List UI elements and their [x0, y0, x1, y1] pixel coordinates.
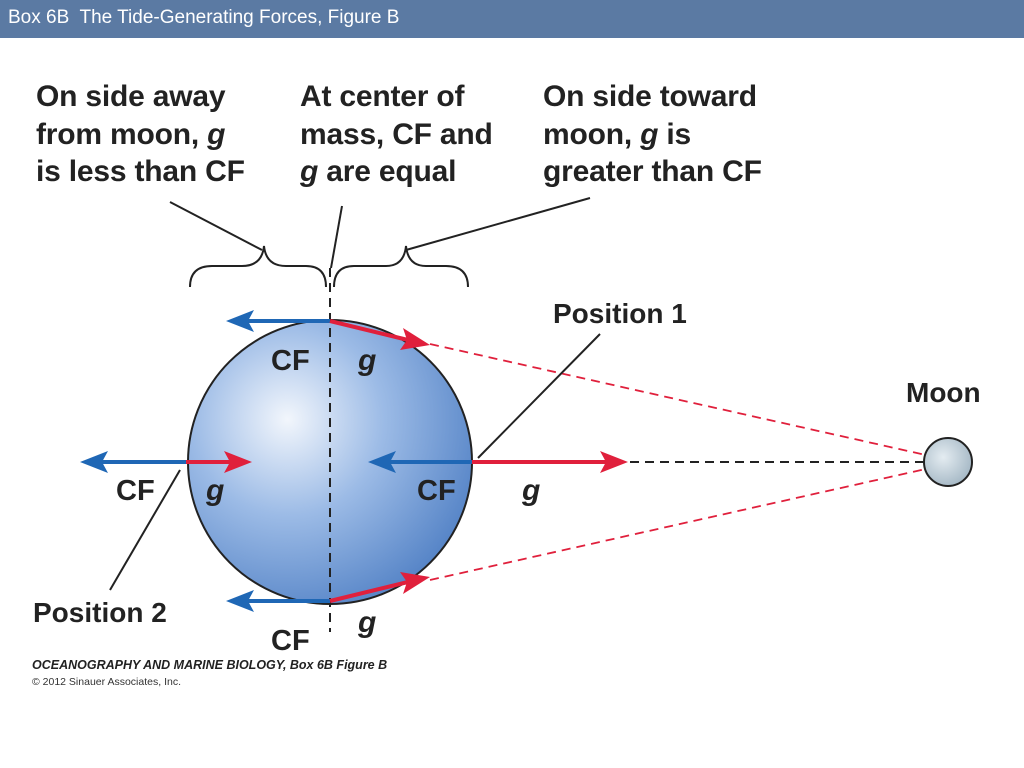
- caption-center-g: g: [300, 155, 319, 188]
- leader-center: [330, 205, 343, 269]
- leader-away: [169, 201, 263, 251]
- caption-toward-side: On side toward moon, g is greater than C…: [543, 78, 762, 191]
- caption-center-of-mass: At center of mass, CF and g are equal: [300, 78, 493, 191]
- brace-away: [189, 245, 327, 288]
- cf-arrow-bottom: [226, 590, 330, 612]
- caption-toward-line-1: On side toward: [543, 80, 757, 113]
- brace-toward: [333, 245, 469, 288]
- cf-label-right: CF: [417, 475, 456, 507]
- cf-arrow-top: [226, 310, 330, 332]
- g-arrow-bottom: [329, 572, 430, 603]
- cf-arrow-right: [368, 451, 472, 473]
- caption-toward-g: g: [640, 117, 659, 151]
- caption-toward-line-3: greater than CF: [543, 155, 762, 188]
- caption-away-line-1: On side away: [36, 80, 226, 113]
- leader-toward: [405, 197, 591, 251]
- leader-position-1: [477, 333, 601, 459]
- caption-center-line-2: mass, CF and: [300, 117, 493, 151]
- caption-away-line-3: is less than CF: [36, 155, 245, 188]
- cf-label-bottom: CF: [271, 625, 310, 657]
- g-label-left: g: [205, 474, 224, 507]
- caption-center-line-3: g are equal: [300, 155, 457, 188]
- cf-label-top: CF: [271, 345, 310, 377]
- copyright-notice: © 2012 Sinauer Associates, Inc.: [32, 676, 181, 688]
- title-bar: Box 6B The Tide-Generating Forces, Figur…: [0, 0, 1024, 38]
- g-label-top: g: [357, 344, 376, 377]
- position-1-label: Position 1: [553, 298, 687, 329]
- g-label-right: g: [521, 474, 540, 507]
- cf-label-left: CF: [116, 475, 155, 507]
- caption-center-line-1: At center of: [300, 80, 465, 113]
- moon-label: Moon: [906, 377, 981, 408]
- cf-arrow-left: [80, 451, 186, 473]
- moon-circle: [923, 437, 973, 487]
- g-arrow-left: [186, 451, 252, 473]
- leader-position-2: [109, 469, 181, 591]
- caption-away-g: g: [207, 117, 226, 151]
- dashed-line-top: [429, 343, 949, 461]
- g-label-bottom: g: [357, 606, 376, 639]
- g-arrow-top: [329, 319, 430, 350]
- g-arrow-right: [472, 451, 628, 473]
- slide-title: Box 6B The Tide-Generating Forces, Figur…: [8, 7, 400, 28]
- caption-toward-line-2: moon, g is: [543, 117, 692, 151]
- dashed-line-bottom: [429, 463, 949, 581]
- caption-away-side: On side away from moon, g is less than C…: [36, 78, 245, 191]
- figure-credit: OCEANOGRAPHY AND MARINE BIOLOGY, Box 6B …: [32, 658, 388, 672]
- caption-away-line-2: from moon, g: [36, 117, 226, 151]
- position-2-label: Position 2: [33, 597, 167, 628]
